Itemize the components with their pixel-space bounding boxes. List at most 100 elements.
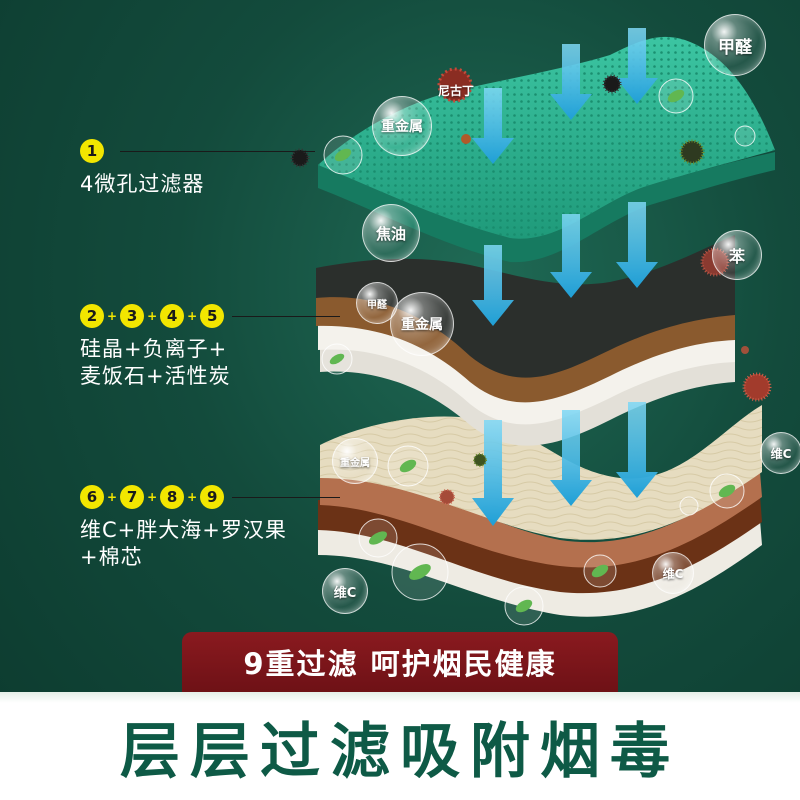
number-badge: 9 <box>200 485 225 509</box>
leader-line-3 <box>232 497 340 498</box>
subtitle-banner: 9重过滤 呵护烟民健康 <box>182 632 618 692</box>
bubble-heavy-metal-3: 重金属 <box>332 438 378 484</box>
cream-layer-texture <box>320 405 762 540</box>
leaf-icon <box>329 353 345 365</box>
virus-icon <box>742 372 772 402</box>
bubble-icon <box>709 473 745 509</box>
flow-arrows <box>472 28 658 526</box>
virus-icon <box>741 346 749 354</box>
leader-line-1 <box>120 151 315 152</box>
teal-layer-pores <box>318 36 775 239</box>
arrow-icon <box>550 214 592 298</box>
arrow-icon <box>550 410 592 506</box>
bubble-benzene: 苯 <box>712 230 762 280</box>
teal-layer-side <box>318 152 775 263</box>
bubble-nicotine: 尼古丁 <box>430 72 482 108</box>
bubble-tar: 焦油 <box>362 204 420 262</box>
bubble-icon <box>583 554 617 588</box>
number-badge: 5 <box>200 304 225 328</box>
plus-sign: + <box>187 490 198 504</box>
bubble-label: 焦油 <box>375 224 406 243</box>
plus-sign: + <box>147 309 158 323</box>
bubble-icon <box>504 586 544 626</box>
virus-icon <box>437 67 473 103</box>
arrow-icon <box>472 420 514 526</box>
number-badge: 7 <box>120 485 145 509</box>
decorative-bubbles <box>321 78 756 626</box>
arrow-icon <box>616 402 658 498</box>
plus-sign: + <box>107 490 118 504</box>
number-row: 2 + 3 + 4 + 5 <box>80 304 231 328</box>
number-row: 6 + 7 + 8 + 9 <box>80 485 287 509</box>
bubble-icon <box>679 496 699 516</box>
bubble-vitamin-c-3: 维C <box>322 568 368 614</box>
bubble-label: 重金属 <box>381 119 423 135</box>
bubble-label: 维C <box>770 446 792 461</box>
number-badge: 8 <box>160 485 185 509</box>
lower-layer-stack <box>318 405 762 617</box>
arrow-icon <box>472 88 514 164</box>
micropore-filter-layer <box>318 36 775 263</box>
number-badge: 1 <box>80 139 104 163</box>
annotation-layer-1: 1 4微孔过滤器 <box>80 139 204 198</box>
bubble-label: 甲醛 <box>718 37 752 58</box>
virus-icon <box>679 139 705 165</box>
annotation-text: 硅晶+负离子+ 麦饭石+活性炭 <box>80 336 231 390</box>
middle-layer-stack <box>316 235 735 446</box>
leaf-icon <box>667 89 685 103</box>
bubble-label: 甲醛 <box>367 299 387 311</box>
virus-icon <box>290 148 310 168</box>
virus-icon <box>473 453 487 467</box>
virus-icon <box>602 74 622 94</box>
bubble-vitamin-c-2: 维C <box>652 552 694 594</box>
plus-sign: + <box>107 309 118 323</box>
annotation-line: 麦饭石+活性炭 <box>80 364 231 388</box>
arrow-icon <box>472 245 514 326</box>
number-badge: 3 <box>120 304 145 328</box>
bubble-vitamin-c-1: 维C <box>760 432 800 474</box>
vitamin-leaves <box>329 89 736 613</box>
bubble-icon <box>734 125 756 147</box>
bubble-formaldehyde: 甲醛 <box>704 14 766 76</box>
leaf-icon <box>334 148 352 162</box>
bubble-label: 尼古丁 <box>437 83 474 98</box>
headline-banner: 层层过滤吸附烟毒 <box>0 692 800 800</box>
bubble-icon <box>391 543 449 601</box>
bubble-icon <box>321 343 353 375</box>
white-cotton-layer <box>318 520 762 617</box>
leaf-icon <box>409 564 431 580</box>
leaf-icon <box>591 564 609 578</box>
bubble-heavy-metal-1: 重金属 <box>372 96 432 156</box>
bubble-label: 维C <box>333 585 357 601</box>
leader-line-2 <box>232 316 340 317</box>
bubble-label: 苯 <box>728 247 745 266</box>
leaf-icon <box>399 459 417 473</box>
bubble-icon <box>658 78 694 114</box>
number-badge: 2 <box>80 304 104 328</box>
plus-sign: + <box>147 490 158 504</box>
annotation-text: 维C+胖大海+罗汉果 +棉芯 <box>80 517 287 571</box>
bubble-label: 重金属 <box>340 457 370 469</box>
annotation-line: 硅晶+负离子+ <box>80 337 228 361</box>
virus-icon <box>461 134 471 144</box>
annotation-line: +棉芯 <box>80 545 143 569</box>
bubble-heavy-metal-2: 重金属 <box>390 292 454 356</box>
chocolate-layer <box>318 495 762 594</box>
plus-sign: + <box>187 309 198 323</box>
annotation-layers-2-5: 2 + 3 + 4 + 5 硅晶+负离子+ 麦饭石+活性炭 <box>80 304 231 390</box>
bubble-icon <box>358 518 398 558</box>
bubble-label: 维C <box>662 566 684 581</box>
annotation-text: 4微孔过滤器 <box>80 171 204 198</box>
leaf-icon <box>718 484 736 498</box>
leaf-icon <box>368 531 388 545</box>
dark-layer <box>316 235 735 378</box>
bubble-icon <box>387 445 429 487</box>
annotation-line: 维C+胖大海+罗汉果 <box>80 518 287 542</box>
arrow-icon <box>616 28 658 104</box>
number-row: 1 <box>80 139 204 163</box>
annotation-line: 4微孔过滤器 <box>80 172 205 196</box>
leaf-icon <box>515 599 533 613</box>
number-badge: 4 <box>160 304 185 328</box>
virus-icon <box>439 489 455 505</box>
arrow-icon <box>616 202 658 288</box>
